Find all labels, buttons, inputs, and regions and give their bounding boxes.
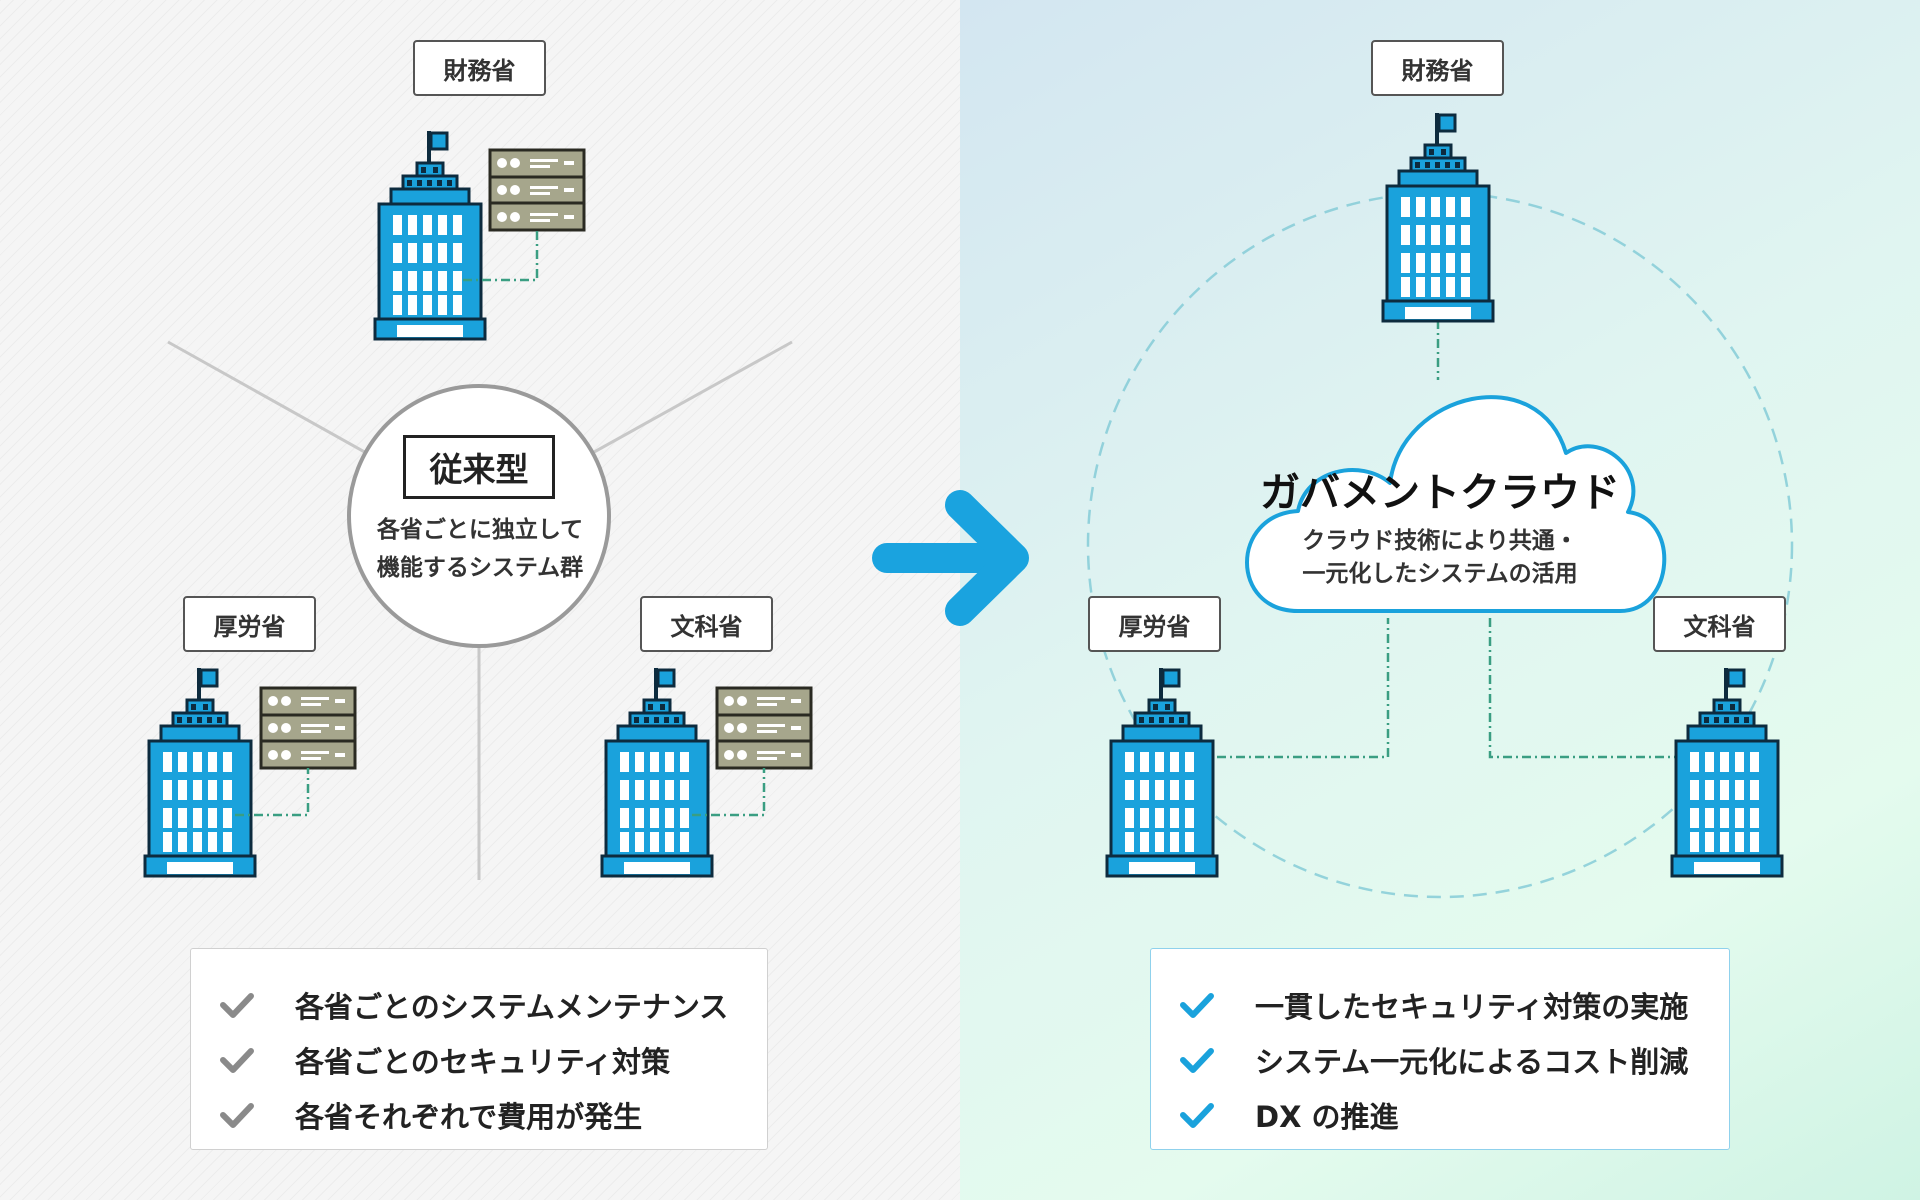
description-line: 一元化したシステムの活用 xyxy=(1302,561,1578,587)
government-cloud-title: ガバメントクラウド xyxy=(1260,470,1620,516)
list-item: 各省ごとのシステムメンテナンス xyxy=(191,977,767,1032)
building-icon xyxy=(1381,111,1495,323)
list-item: 一貫したセキュリティ対策の実施 xyxy=(1151,977,1729,1032)
check-icon xyxy=(220,1102,254,1128)
server-icon xyxy=(259,686,357,770)
traditional-model-description: 各省ごとに独立して 機能するシステム群 xyxy=(355,511,605,587)
cloud-benefits-list: 一貫したセキュリティ対策の実施 システム一元化によるコスト削減 DX の推進 xyxy=(1150,948,1730,1150)
building-icon xyxy=(143,666,257,878)
connector-line xyxy=(692,768,766,817)
check-icon xyxy=(1180,1102,1214,1128)
ministry-label-finance: 財務省 xyxy=(1371,40,1504,96)
description-line: 機能するシステム群 xyxy=(376,555,584,581)
check-icon xyxy=(220,1047,254,1073)
ministry-label-education: 文科省 xyxy=(640,596,773,652)
list-item-text: DX の推進 xyxy=(1255,1099,1399,1134)
list-item-text: 一貫したセキュリティ対策の実施 xyxy=(1255,989,1689,1024)
list-item-text: 各省ごとのセキュリティ対策 xyxy=(295,1044,670,1079)
check-icon xyxy=(1180,992,1214,1018)
list-item: システム一元化によるコスト削減 xyxy=(1151,1032,1729,1087)
building-icon xyxy=(600,666,714,878)
building-icon xyxy=(373,129,487,341)
transition-arrow-icon xyxy=(872,490,1029,626)
building-icon xyxy=(1670,666,1784,878)
traditional-model-circle xyxy=(347,384,611,648)
ministry-label-health: 厚労省 xyxy=(1088,596,1221,652)
traditional-model-title: 従来型 xyxy=(403,435,555,499)
ministry-label-health: 厚労省 xyxy=(183,596,316,652)
check-icon xyxy=(1180,1047,1214,1073)
list-item-text: 各省それぞれで費用が発生 xyxy=(295,1099,643,1134)
traditional-issues-list: 各省ごとのシステムメンテナンス 各省ごとのセキュリティ対策 各省それぞれで費用が… xyxy=(190,948,768,1150)
government-cloud-description: クラウド技術により共通・ 一元化したシステムの活用 xyxy=(1270,525,1610,591)
list-item-text: システム一元化によるコスト削減 xyxy=(1255,1044,1689,1079)
description-line: クラウド技術により共通・ xyxy=(1302,528,1578,554)
description-line: 各省ごとに独立して xyxy=(376,517,584,543)
server-icon xyxy=(488,148,586,232)
ministry-label-education: 文科省 xyxy=(1653,596,1786,652)
list-item: 各省ごとのセキュリティ対策 xyxy=(191,1032,767,1087)
connector-lines xyxy=(1198,320,1680,759)
check-icon xyxy=(220,992,254,1018)
cloud-icon xyxy=(1245,395,1667,613)
server-icon xyxy=(715,686,813,770)
list-item: DX の推進 xyxy=(1151,1087,1729,1142)
list-item-text: 各省ごとのシステムメンテナンス xyxy=(295,989,729,1024)
connector-line xyxy=(463,230,539,282)
connector-line xyxy=(235,768,310,817)
list-item: 各省それぞれで費用が発生 xyxy=(191,1087,767,1142)
ministry-label-finance: 財務省 xyxy=(413,40,546,96)
